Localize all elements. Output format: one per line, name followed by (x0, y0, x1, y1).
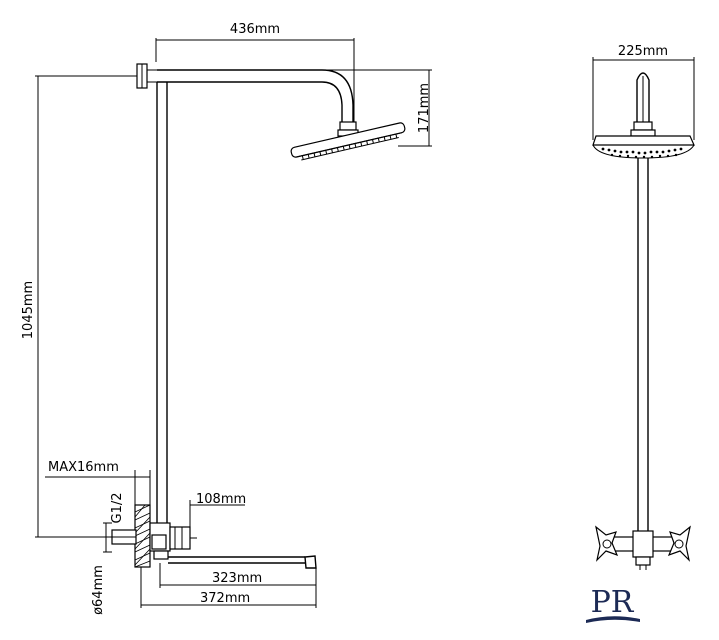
riser-pipe (156, 82, 168, 523)
logo-text: PR (591, 585, 635, 620)
label-spout-offset: 108mm (196, 492, 246, 507)
right-cross-handle (667, 525, 691, 562)
label-total-height: 1045mm (21, 281, 36, 339)
dim-total-height: 1045mm (21, 75, 137, 538)
label-head-drop: 171mm (417, 83, 432, 133)
label-arm-length: 436mm (230, 22, 280, 37)
left-cross-handle (595, 525, 619, 562)
label-overall-depth: 372mm (200, 591, 250, 606)
shower-arm (157, 69, 354, 122)
front-view: 225mm (592, 44, 695, 570)
brand-logo: PR (586, 585, 640, 623)
mixer-front (611, 530, 675, 570)
front-arm (636, 72, 650, 122)
dim-spout-offset: 108mm (189, 492, 246, 528)
dim-spout-length: 323mm (159, 563, 317, 588)
wall-flange (134, 504, 151, 568)
label-head-diameter: 225mm (618, 44, 668, 59)
dim-arm-length: 436mm (155, 22, 355, 124)
label-flange-diameter: ø64mm (91, 565, 106, 615)
label-max-wall: MAX16mm (48, 460, 119, 475)
shower-head-front (592, 135, 695, 159)
side-view: 436mm 171mm (21, 22, 432, 615)
dim-flange-diameter: ø64mm (91, 522, 112, 615)
dim-max-wall: MAX16mm (45, 460, 151, 522)
shower-head-side (290, 122, 406, 161)
head-connector (339, 121, 357, 131)
label-thread: G1/2 (110, 493, 125, 524)
dim-head-diameter: 225mm (592, 44, 695, 140)
label-spout-length: 323mm (212, 571, 262, 586)
logo-swoosh (586, 616, 640, 623)
mixer-body (149, 522, 197, 560)
bath-spout (168, 555, 317, 569)
dim-head-drop: 171mm (322, 69, 432, 147)
dim-overall-depth: 372mm (140, 567, 317, 608)
